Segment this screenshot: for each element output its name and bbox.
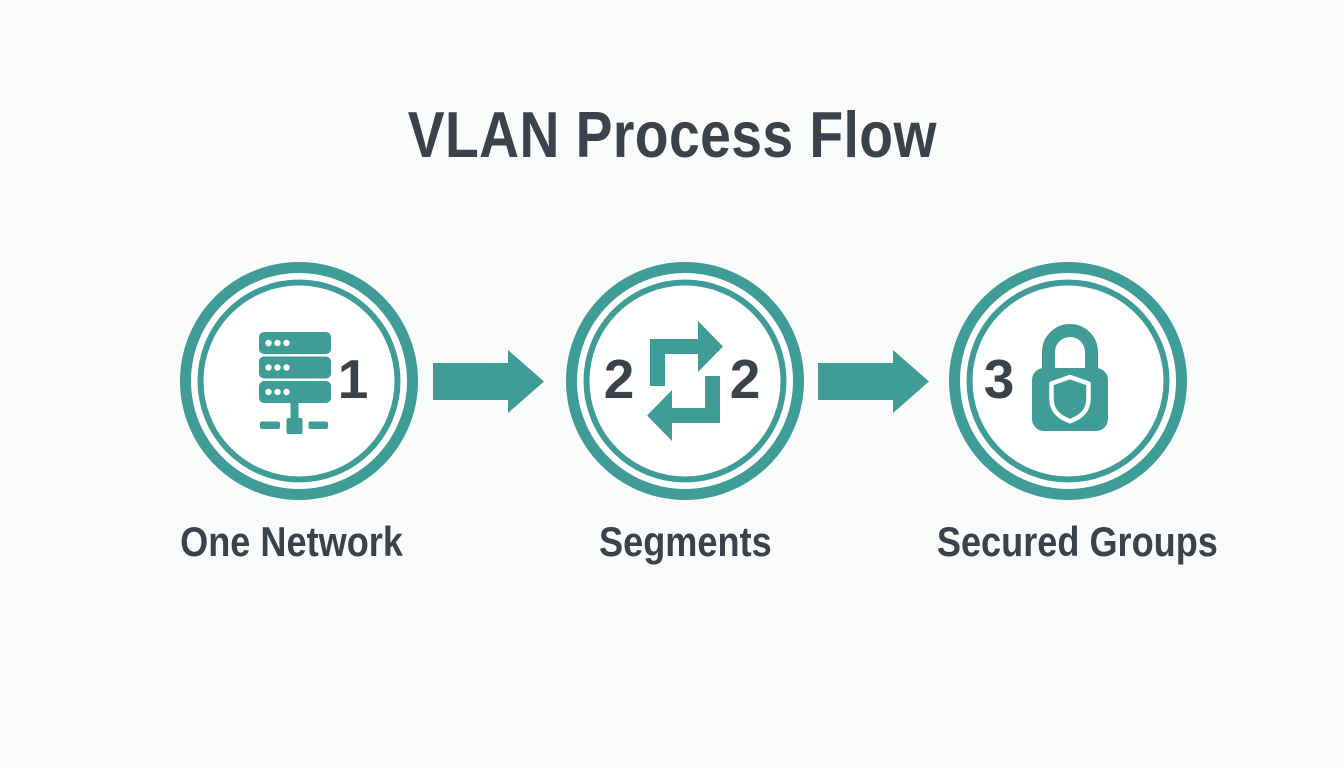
step-1-badge: 1 (180, 262, 418, 500)
step-3-badge: 3 (949, 262, 1187, 500)
step-2-badge: 2 2 (566, 262, 804, 500)
cycle-arrows-icon (647, 321, 723, 441)
step-number: 3 (984, 348, 1015, 410)
step-2-label: Segments (485, 521, 885, 563)
step-3-label-text: Secured Groups (936, 518, 1218, 565)
step-2-label-text: Segments (598, 518, 772, 565)
step-3-label: Secured Groups (877, 521, 1277, 563)
page-title: VLAN Process Flow (0, 102, 1344, 167)
step-number-right: 2 (730, 348, 761, 410)
arrow-right-icon (818, 350, 929, 413)
arrow-right-icon (433, 350, 544, 413)
double-ring (566, 262, 804, 500)
step-1-label: One Network (92, 521, 492, 563)
step-number: 1 (338, 348, 369, 410)
step-1-label-text: One Network (180, 518, 404, 565)
step-number-left: 2 (604, 348, 635, 410)
server-network-icon (259, 332, 331, 434)
page-title-text: VLAN Process Flow (407, 98, 937, 171)
shield-icon (1049, 374, 1091, 424)
lock-shield-icon (1032, 324, 1108, 431)
